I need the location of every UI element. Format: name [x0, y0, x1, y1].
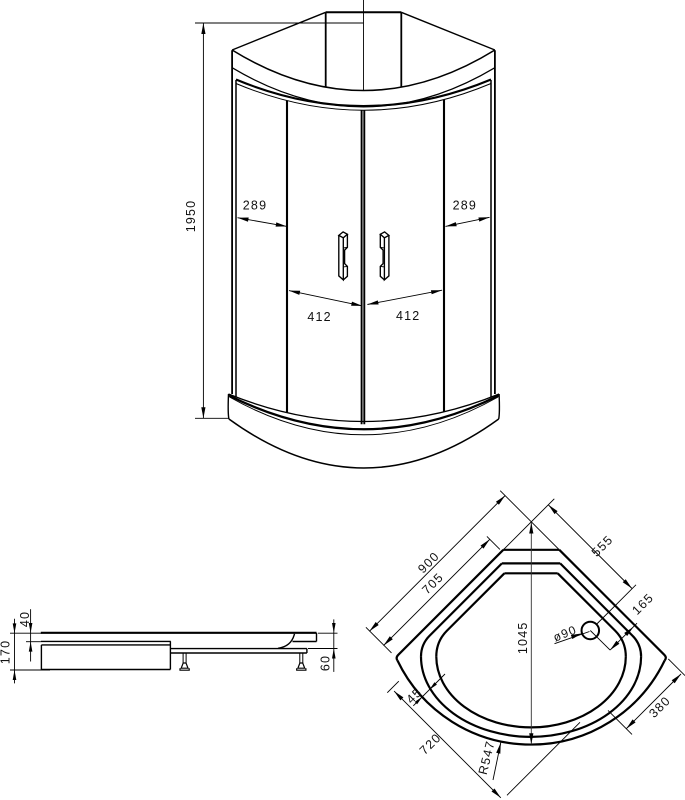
svg-text:412: 412 [307, 310, 331, 324]
svg-text:289: 289 [243, 199, 267, 213]
svg-text:412: 412 [396, 309, 420, 323]
svg-text:289: 289 [453, 199, 477, 213]
svg-text:60: 60 [319, 655, 333, 671]
svg-text:40: 40 [18, 611, 32, 627]
svg-text:170: 170 [0, 640, 12, 664]
svg-text:1950: 1950 [184, 200, 198, 233]
svg-text:1045: 1045 [516, 621, 530, 654]
